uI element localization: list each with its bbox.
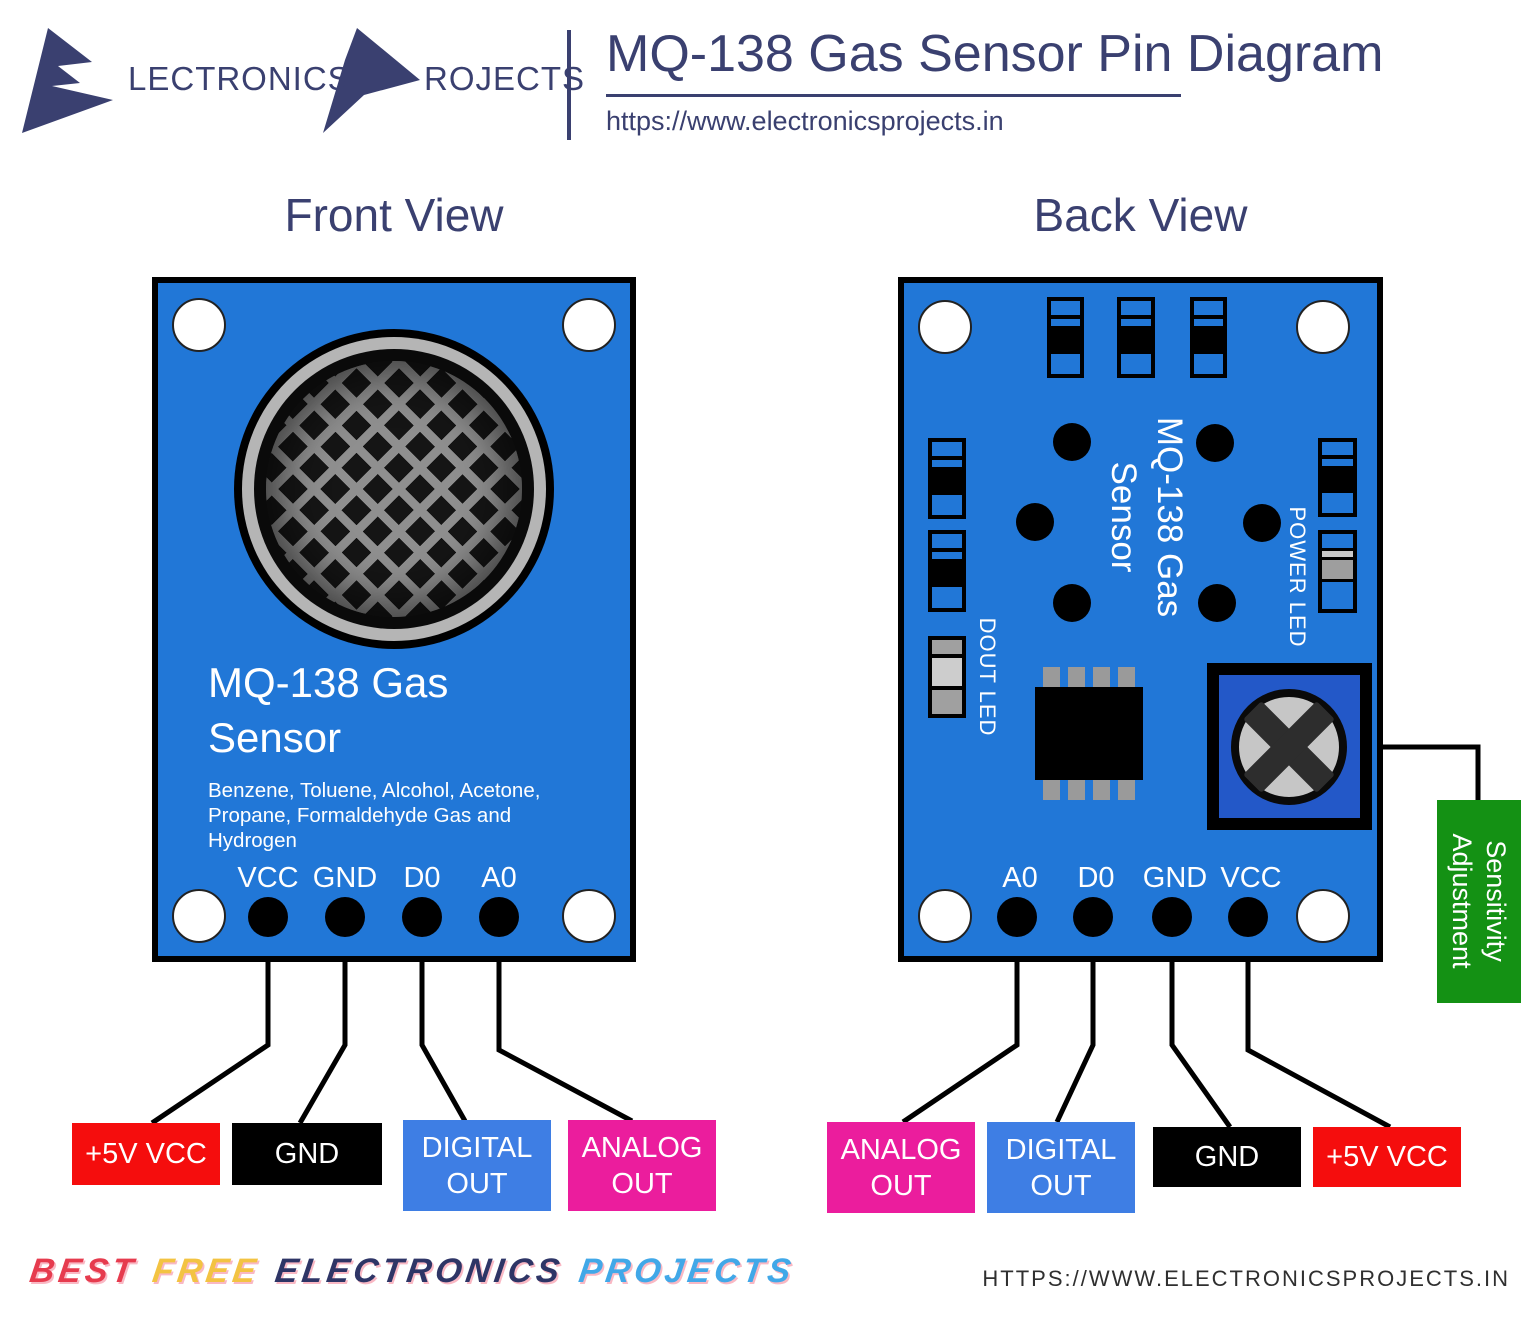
smd-resistor xyxy=(1190,297,1227,378)
sensor-pin-hole xyxy=(1243,504,1281,542)
logo-e-icon xyxy=(22,28,113,133)
smd-resistor xyxy=(1047,297,1084,378)
smd-resistor xyxy=(1117,297,1155,378)
ic-pins xyxy=(1035,780,1143,800)
smd-resistor xyxy=(928,530,966,612)
sensitivity-adjustment-label: Sensitivity Adjustment xyxy=(1447,833,1511,969)
title-underline xyxy=(606,94,1181,97)
mount-hole xyxy=(172,889,226,943)
header-url: https://www.electronicsprojects.in xyxy=(606,106,1004,136)
sensitivity-adjustment-box xyxy=(1437,800,1521,1003)
front-gas-list: Benzene, Toluene, Alcohol, Acetone, Prop… xyxy=(208,779,541,852)
back-pin-label-gnd: GND xyxy=(1142,862,1208,894)
front-board-title: MQ-138 Gas Sensor xyxy=(208,659,449,761)
back-pin-label-vcc: VCC xyxy=(1220,862,1282,894)
smd-resistor xyxy=(928,438,966,519)
back-pin-d0 xyxy=(1073,897,1113,937)
mount-hole xyxy=(1296,300,1350,354)
sensor-pin-hole xyxy=(1053,584,1091,622)
footer-url: HTTPS://WWW.ELECTRONICSPROJECTS.IN xyxy=(982,1266,1510,1291)
logo-projects-text: ROJECTS xyxy=(424,60,586,97)
sensor-pin-hole xyxy=(1198,584,1236,622)
back-board-title: MQ-138 Gas Sensor xyxy=(1104,416,1189,618)
mount-hole xyxy=(562,298,616,352)
back-connection-analog-out: ANALOG OUT xyxy=(827,1122,975,1213)
back-board xyxy=(898,277,1383,962)
back-pin-gnd xyxy=(1152,897,1192,937)
tagline-word: PROJECTS xyxy=(576,1252,798,1290)
dout-led-label: DOUT LED xyxy=(975,617,1000,737)
sensor-pin-hole xyxy=(1016,503,1054,541)
front-pin-vcc xyxy=(248,897,288,937)
power-led xyxy=(1318,530,1357,613)
front-connection-digital-out: DIGITAL OUT xyxy=(403,1120,551,1211)
mount-hole xyxy=(172,298,226,352)
page-title: MQ-138 Gas Sensor Pin Diagram xyxy=(606,25,1384,83)
front-pin-a0 xyxy=(479,897,519,937)
tagline-word: ELECTRONICS xyxy=(272,1252,566,1290)
smd-resistor xyxy=(1318,438,1357,517)
front-view-heading: Front View xyxy=(284,189,504,241)
back-connection-5v-vcc: +5V VCC xyxy=(1313,1127,1461,1187)
front-pin-d0 xyxy=(402,897,442,937)
back-connection-gnd: GND xyxy=(1153,1127,1301,1187)
sensor-pin-hole xyxy=(1053,423,1091,461)
back-view-heading: Back View xyxy=(1033,189,1248,241)
mount-hole xyxy=(1296,889,1350,943)
front-connection-5v-vcc: +5V VCC xyxy=(72,1123,220,1185)
mount-hole xyxy=(918,300,972,354)
power-led-label: POWER LED xyxy=(1285,506,1310,648)
tagline-word: FREE xyxy=(150,1252,263,1290)
front-pin-label-d0: D0 xyxy=(403,862,441,894)
tagline-word: BEST xyxy=(27,1252,140,1290)
front-pin-label-a0: A0 xyxy=(481,862,517,894)
front-connection-gnd: GND xyxy=(232,1123,382,1185)
back-pin-vcc xyxy=(1228,897,1268,937)
back-pin-label-d0: D0 xyxy=(1077,862,1115,894)
ic-pins xyxy=(1035,667,1143,687)
back-connection-digital-out: DIGITAL OUT xyxy=(987,1122,1135,1213)
logo-electronics-text: LECTRONICS xyxy=(128,60,351,97)
mount-hole xyxy=(918,889,972,943)
front-pin-label-gnd: GND xyxy=(312,862,378,894)
mount-hole xyxy=(562,889,616,943)
dout-led xyxy=(928,636,966,718)
back-pin-label-a0: A0 xyxy=(1002,862,1038,894)
front-pin-gnd xyxy=(325,897,365,937)
front-pin-label-vcc: VCC xyxy=(237,862,299,894)
front-connection-analog-out: ANALOG OUT xyxy=(568,1120,716,1211)
header-divider xyxy=(567,30,571,140)
gas-sensor-mesh xyxy=(266,361,522,617)
sensor-pin-hole xyxy=(1196,424,1234,462)
back-pin-a0 xyxy=(997,897,1037,937)
comparator-ic xyxy=(1035,687,1143,780)
